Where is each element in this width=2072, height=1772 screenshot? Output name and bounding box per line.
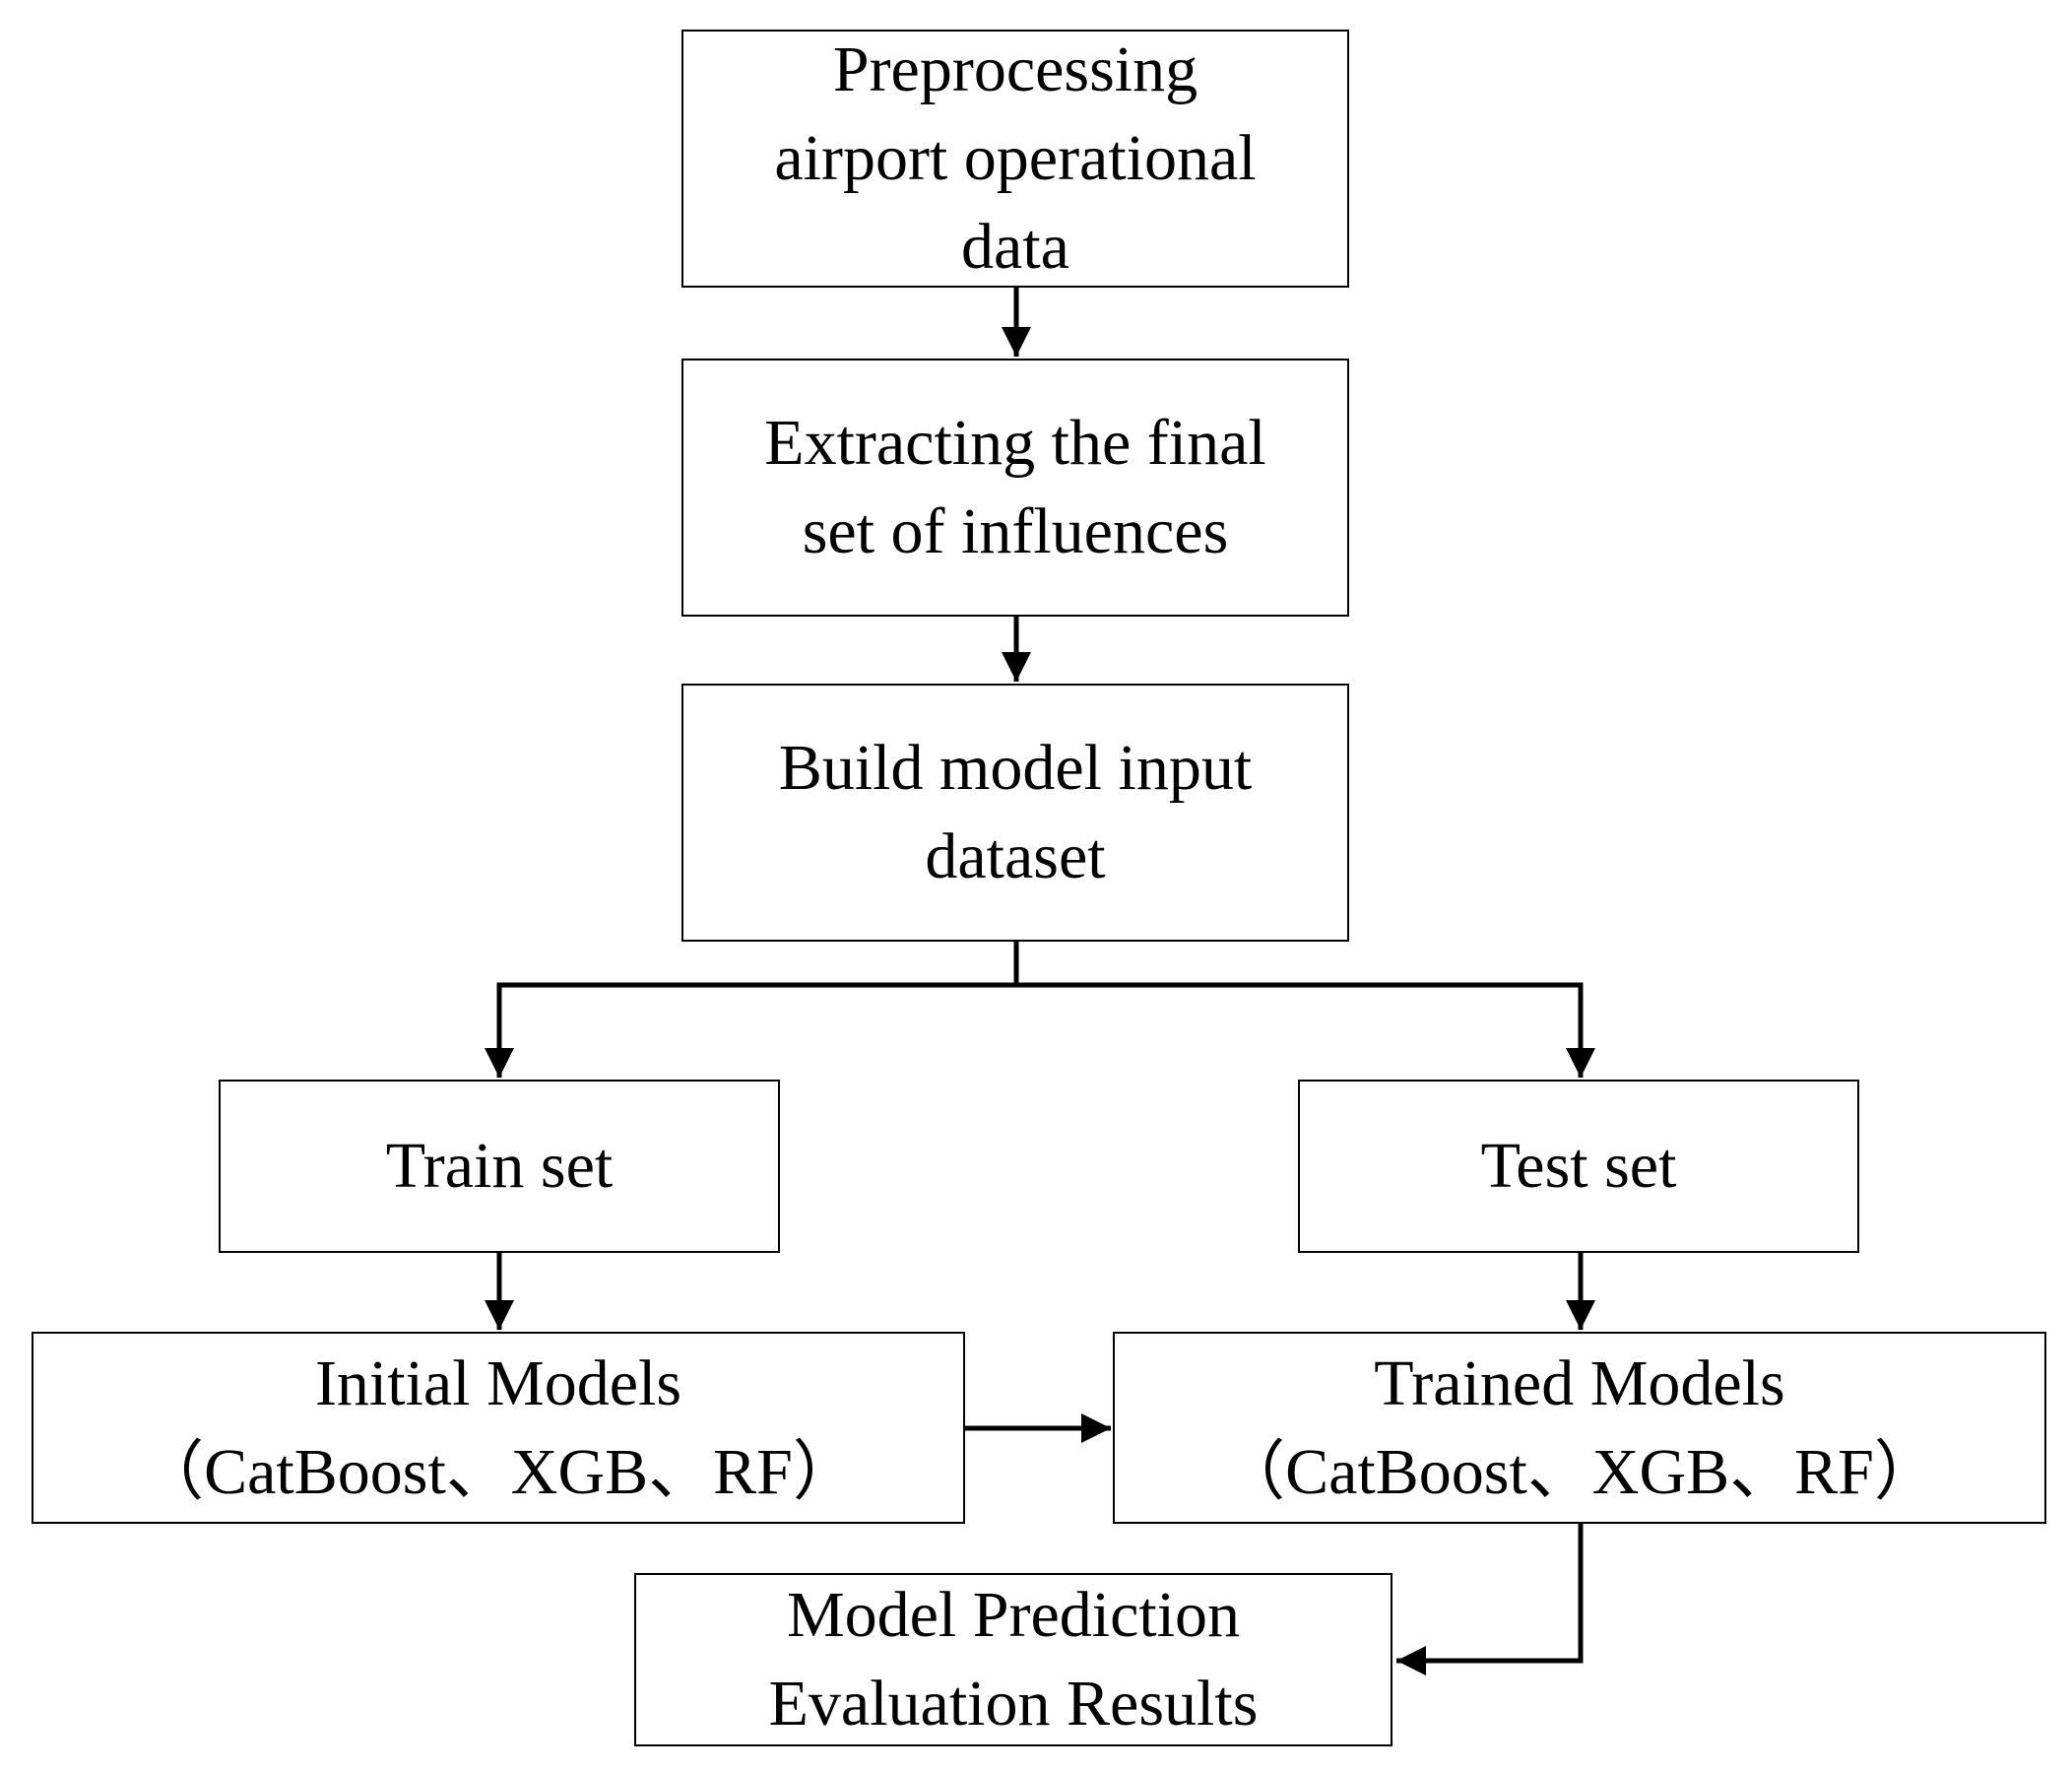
evaluation-results-line-1: Model Prediction [786,1579,1241,1651]
edge-build-to-test [1016,982,1595,1078]
initial-models-line-1: Initial Models [314,1346,682,1419]
preprocessing-box: Preprocessing airport operational data [681,30,1349,288]
preprocessing-line-2: airport operational [774,122,1257,194]
test-set-label: Test set [1480,1130,1677,1202]
evaluation-results-line-2: Evaluation Results [768,1668,1259,1739]
initial-models-box: Initial Models （CatBoost、XGB、RF） [32,1332,965,1524]
preprocessing-line-1: Preprocessing [832,33,1198,105]
initial-models-line-2: （CatBoost、XGB、RF） [139,1435,858,1508]
train-set-label: Train set [385,1130,614,1202]
extract-influences-line-1: Extracting the final [764,407,1266,479]
edge-trained-to-evaluation [1396,1524,1584,1675]
trained-models-line-1: Trained Models [1374,1346,1785,1419]
build-dataset-line-1: Build model input [778,732,1253,804]
extract-influences-box: Extracting the final set of influences [681,359,1349,617]
evaluation-results-box: Model Prediction Evaluation Results [634,1573,1392,1746]
build-dataset-box: Build model input dataset [681,684,1349,942]
test-set-box: Test set [1298,1080,1859,1253]
trained-models-line-2: （CatBoost、XGB、RF） [1220,1435,1939,1508]
edge-build-to-train [485,942,1019,1078]
preprocessing-line-3: data [961,211,1069,283]
build-dataset-line-2: dataset [925,820,1106,892]
extract-influences-line-2: set of influences [802,495,1229,567]
train-set-box: Train set [219,1080,780,1253]
trained-models-box: Trained Models （CatBoost、XGB、RF） [1113,1332,2046,1524]
